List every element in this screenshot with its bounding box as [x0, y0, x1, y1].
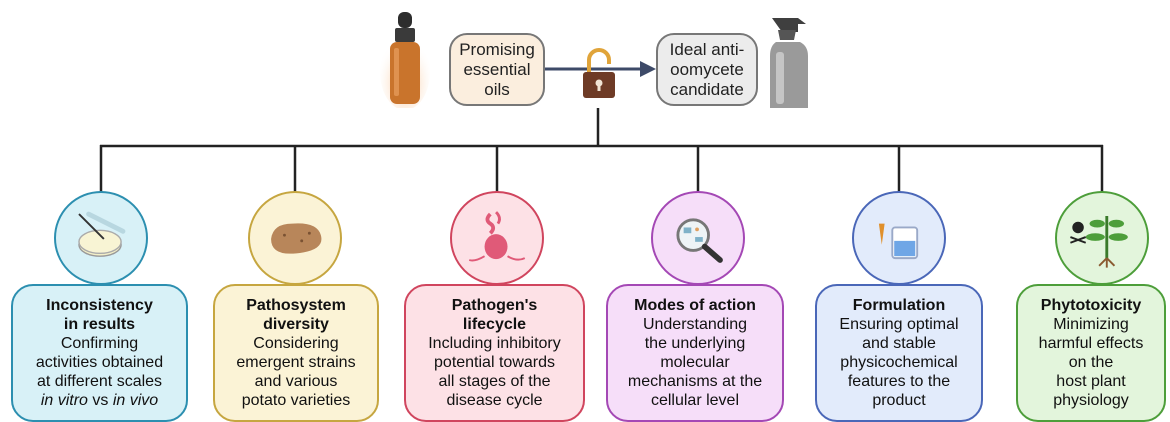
card-description-scales: in vitro vs in vivo	[40, 392, 159, 409]
microscope-magnifier-icon	[676, 218, 723, 263]
card-description: Including inhibitory potential towards a…	[428, 335, 561, 409]
anti-oomycete-label: Ideal anti- oomycete candidate	[669, 39, 745, 99]
card-inconsistency: Inconsistency in results Confirming acti…	[11, 284, 188, 422]
padlock-open-icon	[580, 48, 618, 100]
card-formulation: Formulation Ensuring optimal and stable …	[815, 284, 983, 422]
toxic-plant-icon	[1070, 215, 1128, 268]
card-title: Inconsistency in results	[46, 297, 153, 333]
phytotoxicity-circle	[1055, 191, 1149, 285]
card-lifecycle: Pathogen's lifecycle Including inhibitor…	[404, 284, 585, 422]
card-pathosystem: Pathosystem diversity Considering emerge…	[213, 284, 379, 422]
formulation-circle	[852, 191, 946, 285]
card-modes-of-action: Modes of action Understanding the underl…	[606, 284, 784, 422]
card-title: Pathogen's lifecycle	[451, 297, 538, 333]
dropper-bottle-icon	[380, 8, 430, 110]
beaker-icon	[878, 223, 919, 260]
essential-oils-label: Promising essential oils	[459, 39, 535, 99]
essential-oils-box: Promising essential oils	[449, 33, 545, 106]
petri-dish-icon	[78, 211, 126, 257]
spray-bottle-icon	[764, 8, 820, 112]
card-title: Formulation	[852, 297, 946, 314]
petri-dish-circle	[54, 191, 148, 285]
potato-circle	[248, 191, 342, 285]
card-description: Considering emergent strains and various…	[236, 335, 356, 409]
anti-oomycete-box: Ideal anti- oomycete candidate	[656, 33, 758, 106]
pathogen-icon	[468, 211, 526, 262]
card-title: Phytotoxicity	[1040, 297, 1142, 314]
potato-icon	[271, 223, 322, 254]
card-title: Modes of action	[634, 297, 756, 314]
card-description: Minimizing harmful effects on the host p…	[1038, 316, 1144, 409]
modes-of-action-circle	[651, 191, 745, 285]
pathogen-circle	[450, 191, 544, 285]
card-description: Understanding the underlying molecular m…	[627, 316, 763, 409]
card-phytotoxicity: Phytotoxicity Minimizing harmful effects…	[1016, 284, 1166, 422]
card-title: Pathosystem diversity	[246, 297, 346, 333]
card-description: Confirming activities obtained at differ…	[35, 335, 164, 390]
card-description: Ensuring optimal and stable physicochemi…	[839, 316, 959, 409]
